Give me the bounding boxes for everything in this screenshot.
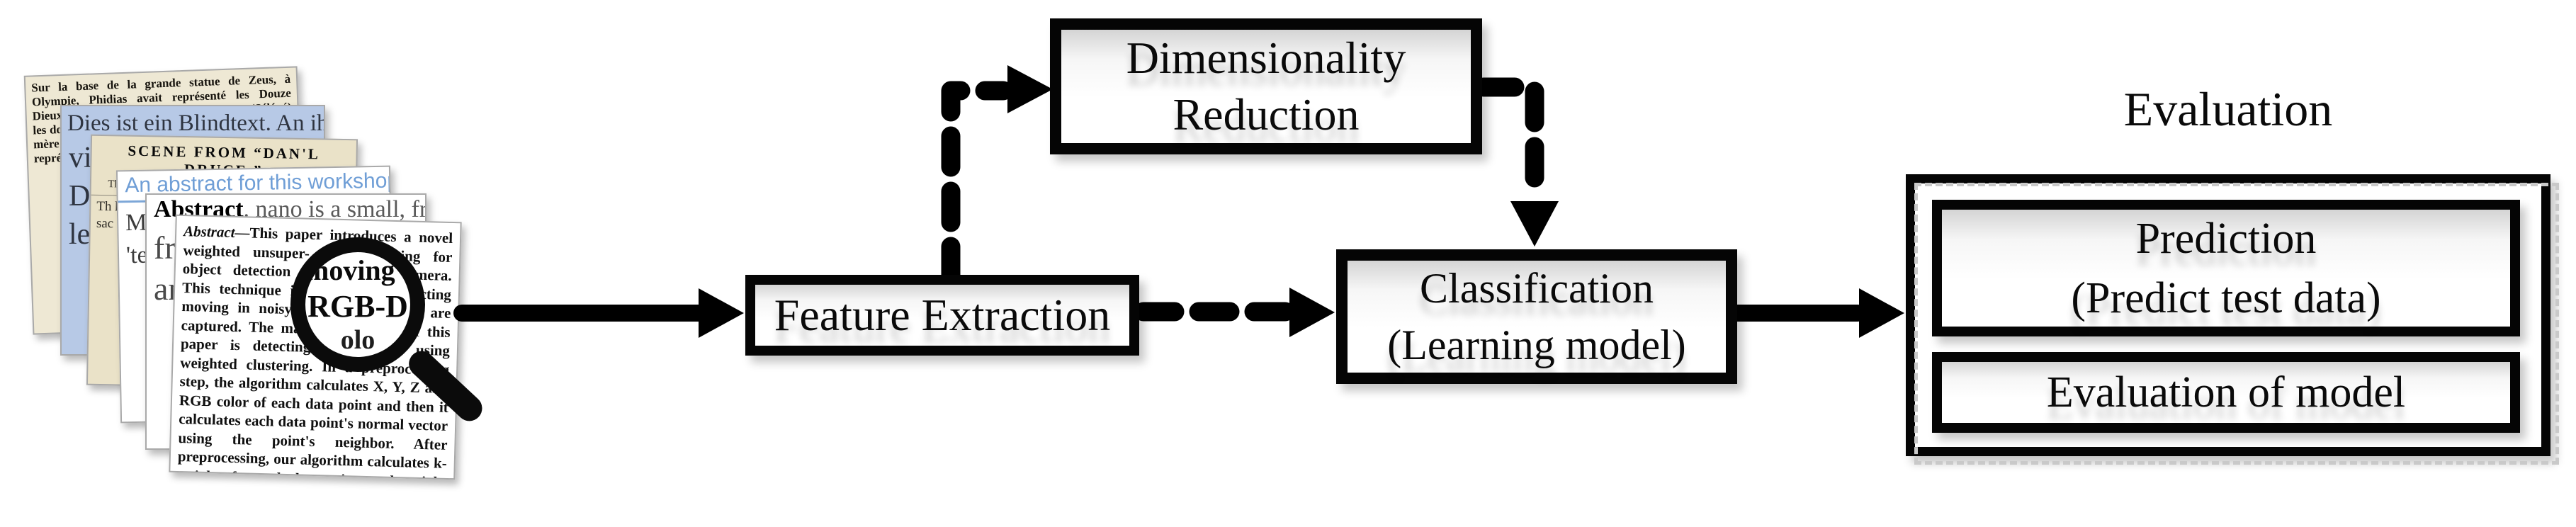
magnifier-icon: moving o RGB-D olo <box>290 237 425 372</box>
page-headline: Dies ist ein Blindtext. An ihm lässt sic… <box>67 110 324 136</box>
magnified-text: olo <box>340 325 375 355</box>
node-label-line2: (Learning model) <box>1387 322 1686 368</box>
node-label-line2: (Predict test data) <box>2071 273 2381 322</box>
node-feature-extraction: Feature Extraction <box>745 275 1139 356</box>
evaluation-group-title: Evaluation <box>2123 82 2333 136</box>
node-label: Evaluation of model <box>2046 368 2406 416</box>
node-prediction: Prediction (Predict test data) <box>1932 200 2520 336</box>
node-label-line1: Prediction <box>2135 214 2317 263</box>
arrow-classification-to-evaluation <box>1729 288 1904 338</box>
arrow-feature-extraction-to-classification <box>1134 288 1335 337</box>
arrow-feature-extraction-to-dimensionality-reduction <box>941 65 1053 288</box>
node-label-line1: Dimensionality <box>1126 33 1406 83</box>
magnified-text: moving o <box>305 254 417 286</box>
node-label-line1: Classification <box>1420 265 1654 312</box>
node-evaluation-of-model: Evaluation of model <box>1932 352 2520 433</box>
node-label: Feature Extraction <box>774 290 1111 340</box>
magnified-text: RGB-D <box>307 289 408 324</box>
arrow-stack-to-feature-extraction <box>453 288 744 338</box>
node-label-line2: Reduction <box>1173 89 1360 140</box>
arrow-dimensionality-reduction-to-classification <box>1474 77 1559 246</box>
node-dimensionality-reduction: Dimensionality Reduction <box>1050 18 1482 154</box>
node-classification: Classification (Learning model) <box>1336 249 1737 384</box>
